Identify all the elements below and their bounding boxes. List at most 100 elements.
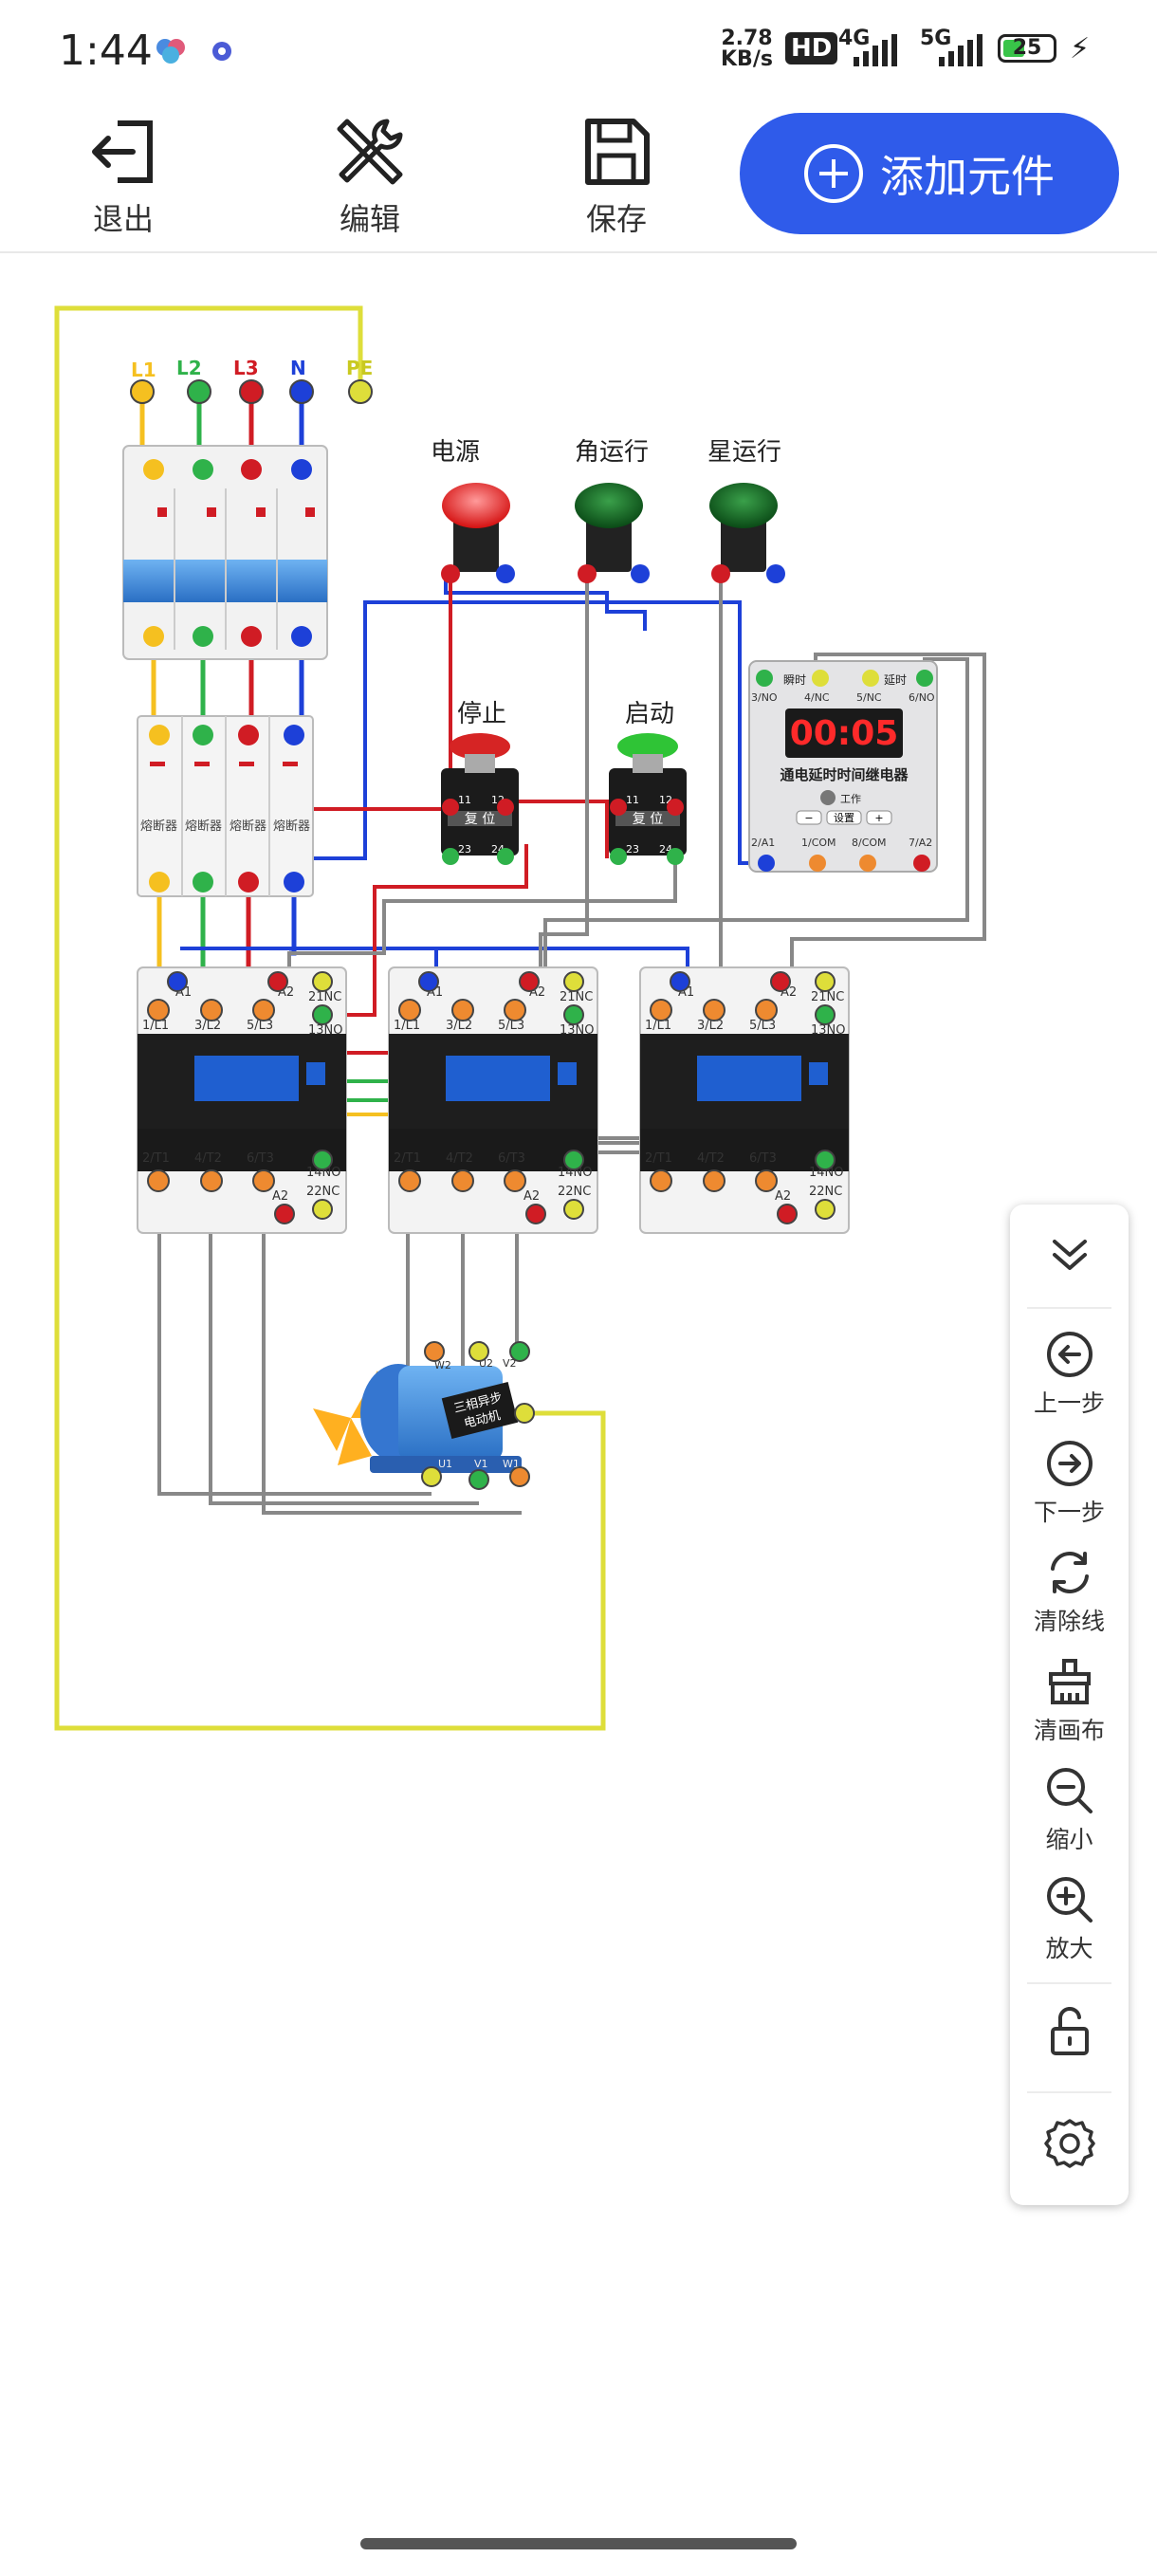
contactor-term-4t2: 4/T2 xyxy=(194,1151,222,1166)
contactor-term-5l3: 5/L3 xyxy=(247,1019,273,1033)
clear-canvas-button[interactable]: 清画布 xyxy=(1010,1655,1129,1746)
terminal-n[interactable] xyxy=(289,379,314,404)
timer-set-button[interactable] xyxy=(826,810,862,825)
circuit-breaker[interactable] xyxy=(122,445,328,660)
contactor-term-2t1: 2/T1 xyxy=(645,1151,672,1166)
side-tool-panel: 上一步 下一步 清除线 清画布 缩小 放大 xyxy=(1010,1205,1129,2205)
timer-work-label: 工作 xyxy=(840,793,861,805)
lock-toggle-button[interactable] xyxy=(1010,2006,1129,2059)
contactor-term-3l2: 3/L2 xyxy=(194,1019,221,1033)
app-notification-icon-2 xyxy=(212,42,231,61)
unlock-icon xyxy=(1050,2007,1089,2055)
redo-label: 下一步 xyxy=(1033,1499,1105,1526)
undo-button[interactable]: 上一步 xyxy=(1010,1328,1129,1419)
contactor-term-13no: 13NO xyxy=(811,1023,846,1038)
lamp-power[interactable] xyxy=(441,483,515,583)
timer-term-2a1: 2/A1 xyxy=(751,837,775,849)
zoom-out-button[interactable]: 缩小 xyxy=(1010,1764,1129,1855)
save-label: 保存 xyxy=(585,201,647,237)
contactor-term-5l3: 5/L3 xyxy=(498,1019,524,1033)
terminal-l3[interactable] xyxy=(239,379,264,404)
timer-term-5nc: 5/NC xyxy=(856,691,882,704)
timer-minus-button[interactable] xyxy=(796,810,822,825)
contactor-term-2t1: 2/T1 xyxy=(394,1151,421,1166)
home-indicator[interactable] xyxy=(360,2538,797,2549)
fuse-block[interactable]: 熔断器 熔断器 熔断器 熔断器 xyxy=(137,715,314,897)
circuit-canvas[interactable]: L1 L2 L3 N PE 熔断器 熔断器 熔断器 熔断器 电源 角运行 星运行 xyxy=(0,251,1157,2572)
clear-canvas-label: 清画布 xyxy=(1033,1717,1105,1744)
exit-label: 退出 xyxy=(92,201,154,237)
arrow-right-circle-icon xyxy=(1046,1441,1093,1486)
fuse-label-3: 熔断器 xyxy=(230,819,266,834)
battery-level: 25 xyxy=(1012,36,1042,60)
stop-button-component[interactable]: 停止 复 位 11 12 23 24 xyxy=(441,700,519,865)
circuit-diagram[interactable]: L1 L2 L3 N PE 熔断器 熔断器 熔断器 熔断器 电源 角运行 星运行 xyxy=(0,251,1157,2572)
app-notification-icon xyxy=(156,39,185,64)
timer-term-6no: 6/NO xyxy=(909,691,935,704)
contactor-term-13no: 13NO xyxy=(308,1023,343,1038)
terminal-l2[interactable] xyxy=(187,379,211,404)
add-component-button[interactable]: 添加元件 xyxy=(740,113,1119,234)
lamp-delta-run[interactable] xyxy=(575,483,650,583)
refresh-icon xyxy=(1050,1552,1089,1593)
contactor-term-6t3: 6/T3 xyxy=(749,1151,777,1166)
timer-set-label: 设置 xyxy=(834,812,854,824)
double-chevron-down-icon xyxy=(1052,1240,1087,1270)
contactor-term-21nc: 21NC xyxy=(560,990,593,1004)
contactor-term-2t1: 2/T1 xyxy=(142,1151,170,1166)
contactor-term-6t3: 6/T3 xyxy=(247,1151,274,1166)
save-button[interactable]: 保存 xyxy=(550,114,683,239)
collapse-panel-button[interactable] xyxy=(1010,1228,1129,1281)
contactor-term-14no: 14NO xyxy=(558,1166,593,1180)
timer-delay-label: 延时 xyxy=(884,673,907,687)
contactor-term-21nc: 21NC xyxy=(811,990,844,1004)
speed-value: 2.78 xyxy=(721,27,773,50)
motor-term-v1: V1 xyxy=(474,1458,488,1470)
timer-term-4nc: 4/NC xyxy=(804,691,830,704)
signal-4g-icon xyxy=(854,32,897,66)
time-delay-relay[interactable]: 瞬时 延时 3/NO 4/NC 5/NC 6/NO 00:05 通电延时时间继电… xyxy=(748,660,938,873)
start-button-component[interactable]: 启动 复 位 11 12 23 24 xyxy=(609,700,687,865)
hd-badge: HD xyxy=(785,32,838,64)
terminal-l1[interactable] xyxy=(130,379,155,404)
fuse-label-1: 熔断器 xyxy=(140,819,177,834)
clear-wires-label: 清除线 xyxy=(1033,1608,1105,1635)
supply-terminals: L1 L2 L3 N PE xyxy=(130,357,373,404)
contactor-term-3l2: 3/L2 xyxy=(446,1019,472,1033)
zoom-in-button[interactable]: 放大 xyxy=(1010,1873,1129,1964)
timer-term-8com: 8/COM xyxy=(852,837,887,849)
terminal-label-n: N xyxy=(290,357,306,379)
terminal-label-pe: PE xyxy=(346,357,373,379)
lamp-star-run[interactable] xyxy=(709,483,785,583)
contactor-term-22nc: 22NC xyxy=(558,1185,591,1199)
gear-icon xyxy=(1043,2119,1095,2168)
motor-pe-terminal[interactable] xyxy=(514,1403,535,1424)
exit-button[interactable]: 退出 xyxy=(57,114,190,239)
contactor-term-6t3: 6/T3 xyxy=(498,1151,525,1166)
contactor-term-22nc: 22NC xyxy=(809,1185,842,1199)
timer-plus-button[interactable] xyxy=(866,810,892,825)
fuse-label-2: 熔断器 xyxy=(185,819,222,834)
three-phase-motor[interactable]: 三相异步 电动机 W2 U2 V2 U1 V1 W1 xyxy=(313,1341,535,1490)
clear-wires-button[interactable]: 清除线 xyxy=(1010,1546,1129,1637)
terminal-pe[interactable] xyxy=(348,379,373,404)
zoom-in-label: 放大 xyxy=(1045,1935,1093,1962)
net-5g: 5G xyxy=(920,27,952,50)
timer-title: 通电延时时间继电器 xyxy=(780,766,909,783)
timer-term-1com: 1/COM xyxy=(801,837,836,849)
start-reset-label: 复 位 xyxy=(633,811,663,827)
contactor-term-4t2: 4/T2 xyxy=(446,1151,473,1166)
redo-button[interactable]: 下一步 xyxy=(1010,1437,1129,1528)
contactor-term-5l3: 5/L3 xyxy=(749,1019,776,1033)
status-time: 1:44 xyxy=(59,27,153,75)
zoom-out-label: 缩小 xyxy=(1045,1826,1093,1853)
motor-term-w2: W2 xyxy=(434,1359,451,1371)
settings-button[interactable] xyxy=(1010,2115,1129,2172)
edit-button[interactable]: 编辑 xyxy=(303,114,436,239)
zoom-out-icon xyxy=(1046,1768,1093,1813)
stop-reset-label: 复 位 xyxy=(465,811,495,827)
